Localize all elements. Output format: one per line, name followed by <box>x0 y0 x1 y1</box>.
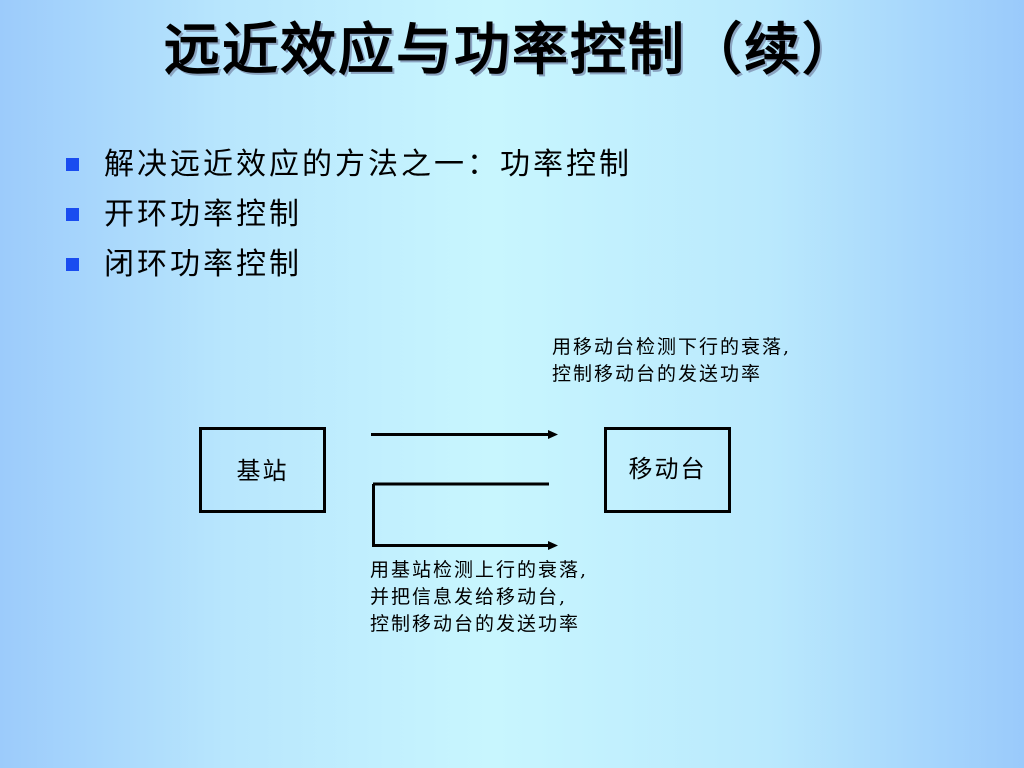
closed-loop-arrow <box>372 482 558 550</box>
closed-loop-note: 用基站检测上行的衰落, 并把信息发给移动台, 控制移动台的发送功率 <box>370 557 588 638</box>
feedback-arrow-head <box>548 541 558 550</box>
square-bullet-icon <box>66 257 79 271</box>
closed-loop-note-line-2: 并把信息发给移动台, <box>370 586 568 608</box>
base-station-box: 基站 <box>199 427 326 513</box>
square-bullet-icon <box>66 207 79 221</box>
mobile-station-label: 移动台 <box>628 455 707 483</box>
bullet-item-closed-loop: 闭环功率控制 <box>66 242 632 292</box>
square-bullet-icon <box>66 157 79 171</box>
closed-loop-note-line-1: 用基站检测上行的衰落, <box>370 559 589 581</box>
open-loop-note-line-2: 控制移动台的发送功率 <box>552 363 763 385</box>
bullet-list: 解决远近效应的方法之一：功率控制 开环功率控制 闭环功率控制 <box>66 142 632 292</box>
mobile-station-box: 移动台 <box>604 427 731 513</box>
base-station-label: 基站 <box>236 457 289 485</box>
closed-loop-note-line-3: 控制移动台的发送功率 <box>370 613 581 635</box>
downlink-arrow-head <box>548 430 558 439</box>
bullet-text: 解决远近效应的方法之一：功率控制 <box>104 147 632 182</box>
bullet-text: 开环功率控制 <box>104 197 302 232</box>
downlink-arrow <box>371 430 558 439</box>
open-loop-note: 用移动台检测下行的衰落, 控制移动台的发送功率 <box>552 334 791 388</box>
bullet-item-open-loop: 开环功率控制 <box>66 192 632 242</box>
bullet-text: 闭环功率控制 <box>104 247 302 282</box>
slide-title: 远近效应与功率控制（续） <box>164 17 860 83</box>
open-loop-note-line-1: 用移动台检测下行的衰落, <box>552 336 792 358</box>
bullet-item-method: 解决远近效应的方法之一：功率控制 <box>66 142 632 192</box>
